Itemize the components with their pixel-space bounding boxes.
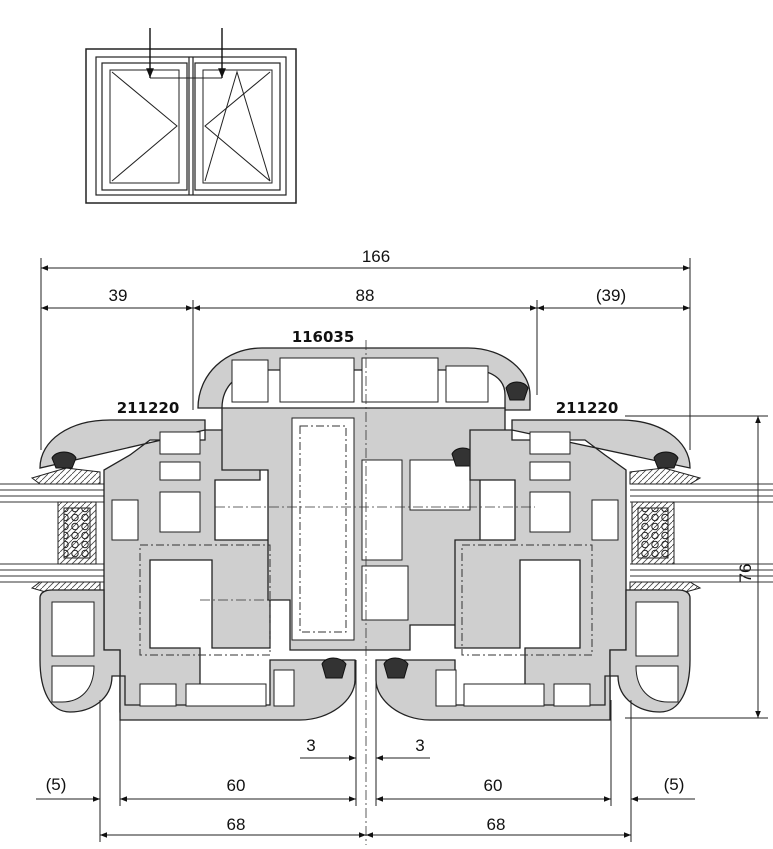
dimension-overall-label: 166 [362,247,390,266]
dimension-depth-label: 76 [736,564,755,583]
window-elevation-icon [85,28,297,204]
reinforcement-left [139,544,271,656]
frame-profile-left [39,589,356,721]
dimension-left-outer-label: 39 [109,286,128,305]
sash-right-profile-code: 211220 [556,399,619,417]
frame-profile-right [375,589,691,721]
mullion-profile-code: 116035 [292,328,355,346]
dimension-frame-right-label: 68 [487,815,506,834]
dimension-bottom-extensions [99,660,632,842]
dimension-sash-left-label: 60 [227,776,246,795]
dimension-sash-right-label: 60 [484,776,503,795]
sash-left-profile-code: 211220 [117,399,180,417]
dimension-chain-top [41,300,690,410]
dimension-gap-left-label: 3 [306,736,315,755]
dimension-depth-line [625,415,768,719]
cross-section [0,340,773,845]
glazing-left [0,467,104,599]
dimension-middle-label: 88 [356,286,375,305]
dimension-gap-right-label: 3 [415,736,424,755]
sash-profile-left [39,419,271,713]
dimension-overall-line [40,258,691,450]
dimension-right-outer-label: (39) [596,286,626,305]
dimension-offset-right-label: (5) [664,775,685,794]
dimension-frame-left-label: 68 [227,815,246,834]
dimension-offset-left-label: (5) [46,775,67,794]
mullion-profile [197,347,531,651]
reinforcement-right [461,544,593,656]
sash-profile-right [454,419,691,713]
